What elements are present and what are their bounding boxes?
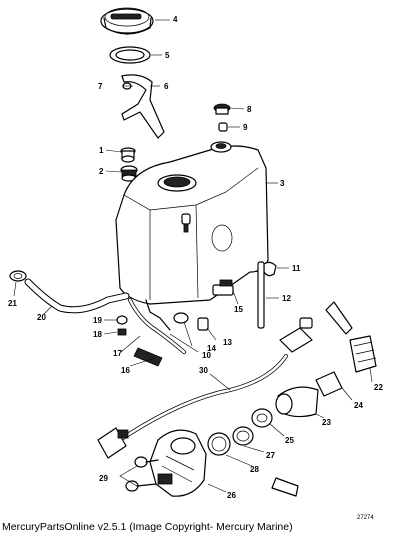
sealant-tube-small bbox=[271, 477, 299, 497]
hose-clip-11 bbox=[263, 261, 277, 277]
callout-20: 20 bbox=[37, 313, 46, 322]
callout-3: 3 bbox=[280, 179, 285, 188]
callout-6: 6 bbox=[164, 82, 169, 91]
callout-12: 12 bbox=[282, 294, 291, 303]
callout-9: 9 bbox=[243, 123, 248, 132]
oil-tank bbox=[115, 141, 269, 305]
callout-23: 23 bbox=[322, 418, 331, 427]
o-ring-27 bbox=[232, 426, 254, 446]
oil-line bbox=[128, 298, 186, 354]
grommet-2 bbox=[120, 165, 138, 182]
hose-clamp-21 bbox=[9, 270, 27, 282]
bracket-strap bbox=[121, 74, 165, 139]
bushing bbox=[251, 408, 273, 428]
callout-28: 28 bbox=[250, 465, 259, 474]
grommet-1 bbox=[120, 147, 136, 163]
callout-10: 10 bbox=[202, 351, 211, 360]
callout-19: 19 bbox=[93, 316, 102, 325]
callout-2: 2 bbox=[99, 167, 104, 176]
callout-11: 11 bbox=[292, 264, 301, 273]
screw-29b bbox=[125, 480, 157, 492]
sleeve bbox=[315, 371, 343, 397]
filler-cap bbox=[100, 7, 154, 35]
fitting-14 bbox=[173, 312, 189, 324]
screw-29a bbox=[134, 456, 159, 468]
callout-14: 14 bbox=[207, 344, 216, 353]
small-fitting bbox=[218, 122, 228, 132]
callout-4: 4 bbox=[173, 15, 178, 24]
float-block bbox=[212, 279, 234, 296]
leader-lines bbox=[13, 19, 373, 493]
sealant-tube bbox=[325, 301, 377, 373]
callout-24: 24 bbox=[354, 401, 363, 410]
cap-gasket bbox=[109, 46, 151, 64]
o-ring-28 bbox=[207, 432, 231, 456]
callout-5: 5 bbox=[165, 51, 170, 60]
nut-19 bbox=[116, 315, 128, 325]
callout-26: 26 bbox=[227, 491, 236, 500]
vent-plug bbox=[213, 103, 231, 115]
image-caption: MercuryPartsOnline v2.5.1 (Image Copyrig… bbox=[2, 521, 293, 533]
callout-labels: 1 2 3 4 5 6 7 8 9 10 11 12 13 14 15 16 1… bbox=[8, 15, 383, 500]
callout-29a: 29 bbox=[99, 474, 108, 483]
fuel-hose bbox=[24, 278, 130, 314]
callout-16: 16 bbox=[121, 366, 130, 375]
callout-17: 17 bbox=[113, 349, 122, 358]
screw-18 bbox=[117, 328, 127, 336]
callout-7: 7 bbox=[98, 82, 103, 91]
callout-8: 8 bbox=[247, 105, 252, 114]
callout-27: 27 bbox=[266, 451, 275, 460]
callout-25: 25 bbox=[285, 436, 294, 445]
callout-30: 30 bbox=[199, 366, 208, 375]
callout-1: 1 bbox=[99, 146, 104, 155]
callout-22: 22 bbox=[374, 383, 383, 392]
filter-screen bbox=[133, 347, 163, 367]
coupler bbox=[275, 386, 319, 418]
fitting-13 bbox=[197, 317, 209, 331]
control-cable bbox=[97, 317, 313, 459]
callout-18: 18 bbox=[93, 330, 102, 339]
dipstick-tube bbox=[257, 261, 265, 329]
figure-code: 27274 bbox=[357, 515, 374, 521]
callout-21: 21 bbox=[8, 299, 17, 308]
callout-15: 15 bbox=[234, 305, 243, 314]
callout-13: 13 bbox=[223, 338, 232, 347]
oil-pump bbox=[149, 429, 207, 497]
